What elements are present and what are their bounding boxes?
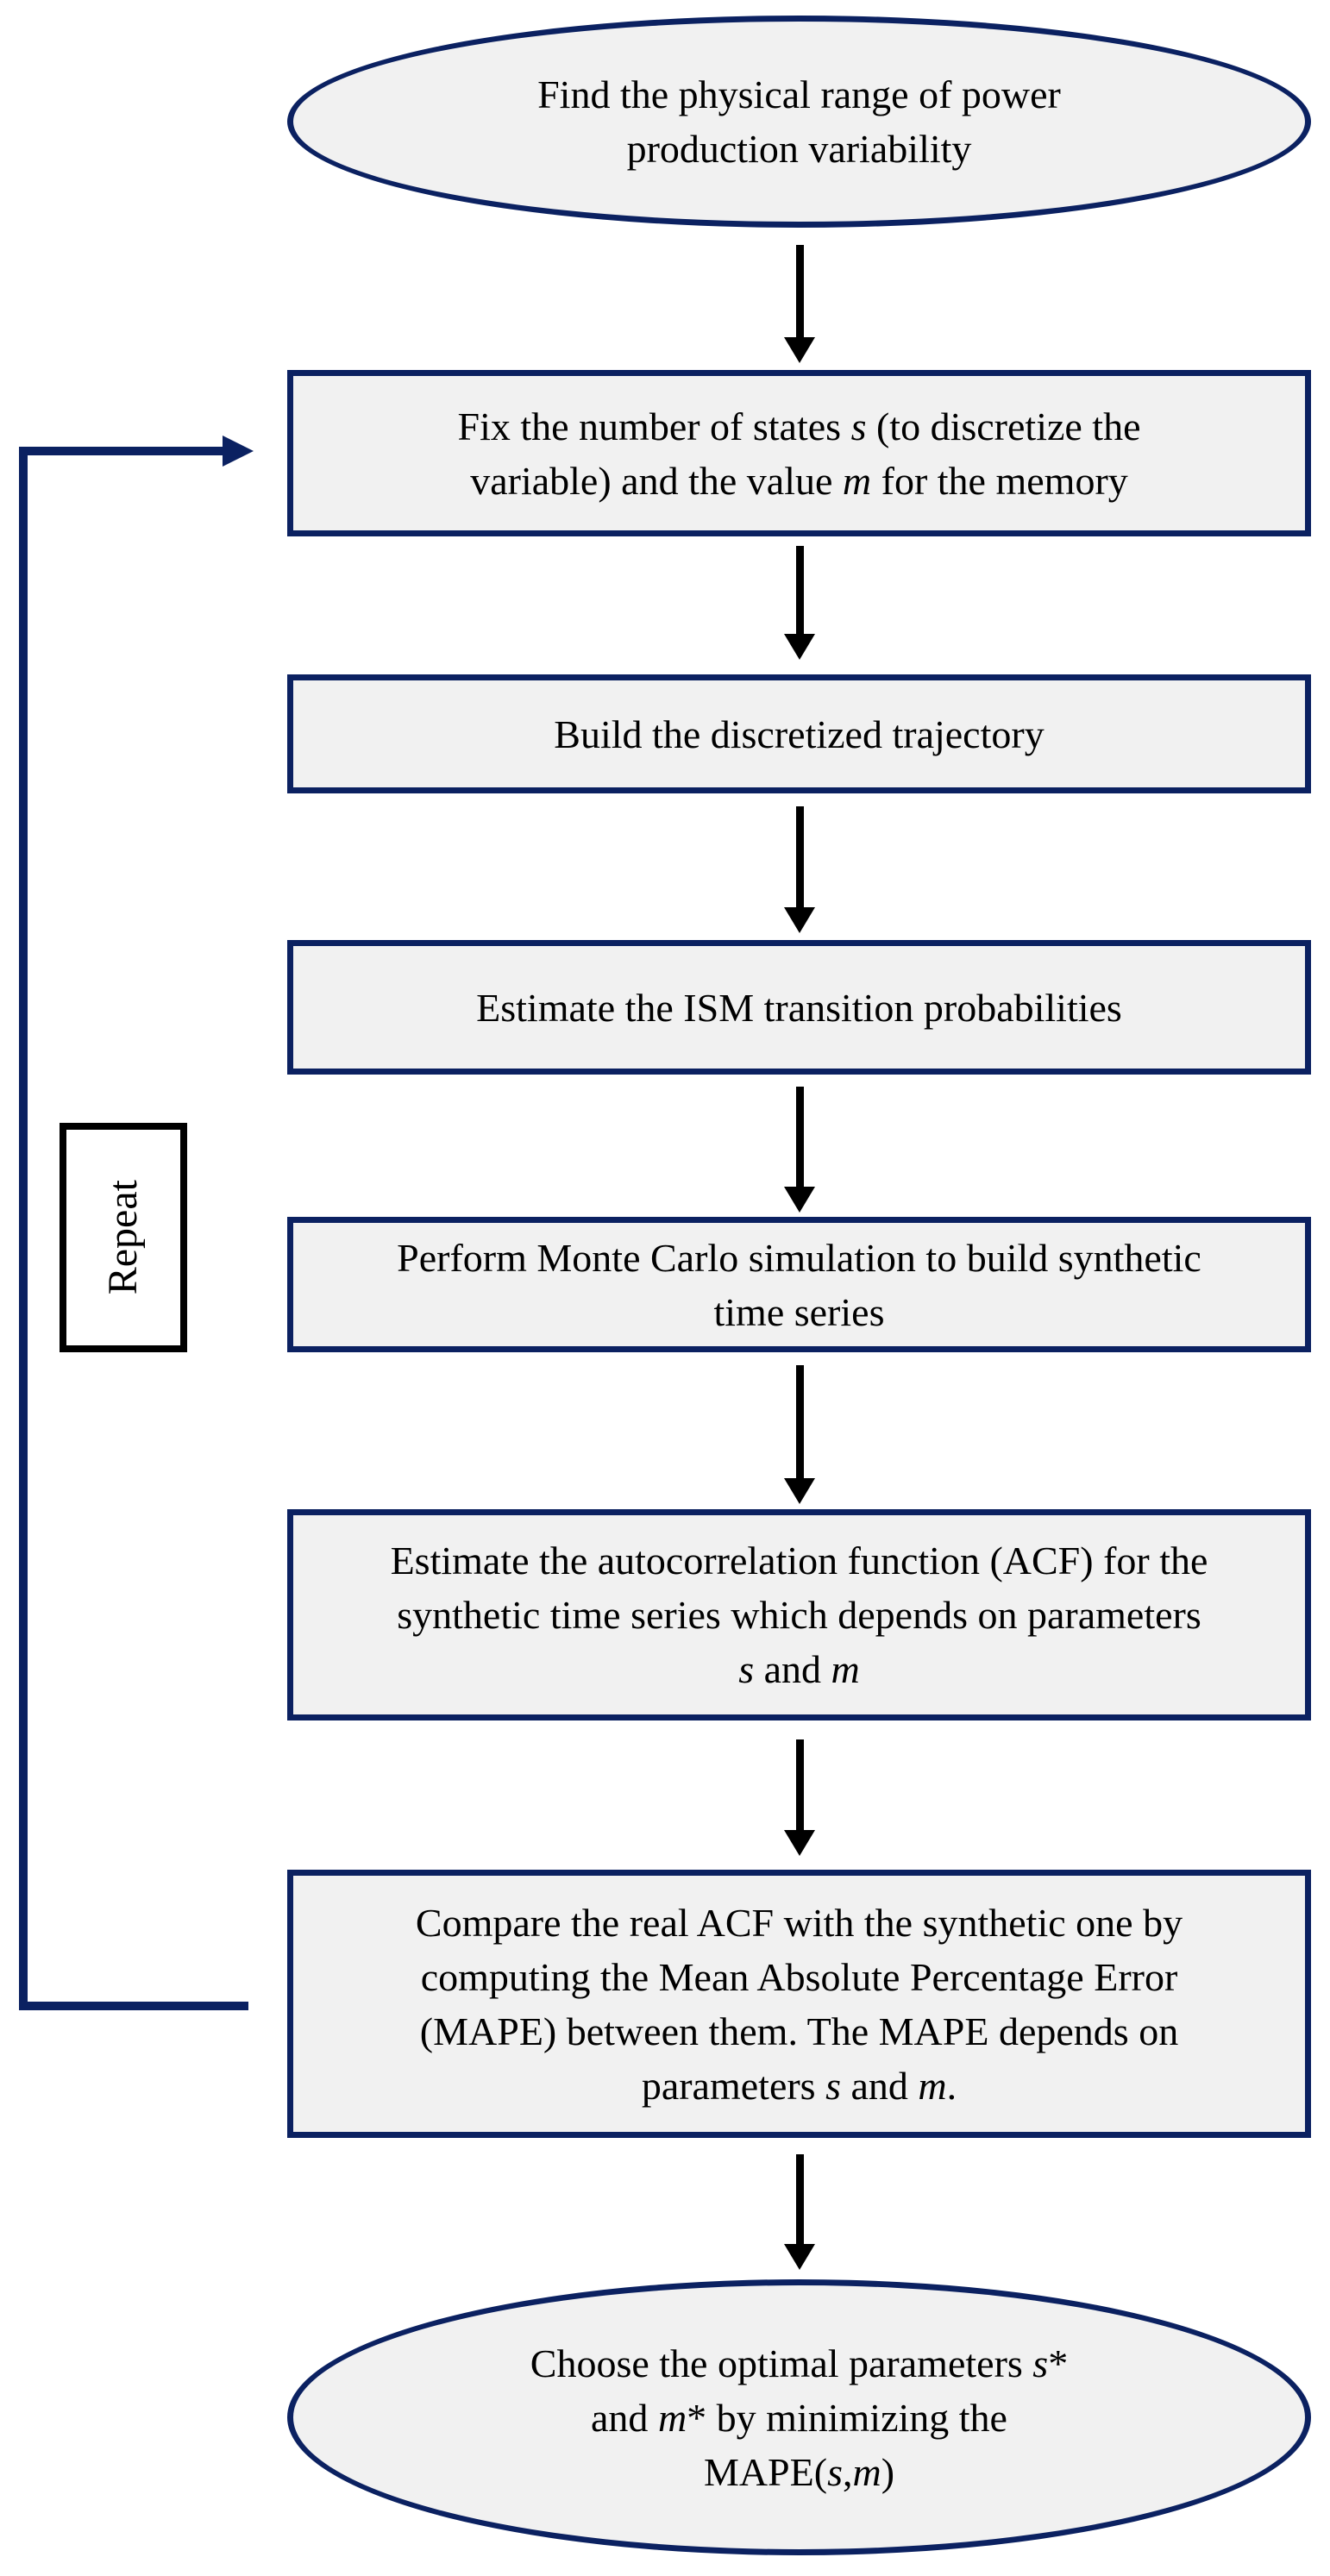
process-box-monte-carlo: Perform Monte Carlo simulation to build … [287,1217,1311,1352]
process-box-text: Compare the real ACF with the synthetic … [415,1900,1183,2108]
loop-connector-bottom-line [19,2002,248,2010]
down-arrowhead-icon [784,2244,815,2270]
process-box-text: Build the discretized trajectory [554,711,1045,756]
flow-arrow-6 [784,1739,815,1856]
down-arrowhead-icon [784,907,815,933]
down-arrowhead-icon [784,1187,815,1213]
flow-arrow-7 [784,2154,815,2270]
flow-arrow-3 [784,806,815,933]
process-box-estimate-acf: Estimate the autocorrelation function (A… [287,1509,1311,1720]
arrow-stem [795,1087,804,1187]
down-arrowhead-icon [784,1478,815,1504]
loop-arrowhead-icon [223,436,254,467]
arrow-stem [795,1365,804,1478]
arrow-stem [795,245,804,337]
process-box-build-trajectory: Build the discretized trajectory [287,674,1311,793]
process-box-fix-states: Fix the number of states s (to discretiz… [287,370,1311,536]
repeat-label-box: Repeat [60,1123,187,1352]
arrow-stem [795,1739,804,1830]
end-ellipse-text: Choose the optimal parameters s*and m* b… [530,2341,1069,2494]
repeat-label: Repeat [100,1180,146,1295]
flow-arrow-1 [784,245,815,363]
arrow-stem [795,806,804,907]
process-box-compare-mape: Compare the real ACF with the synthetic … [287,1870,1311,2138]
arrow-stem [795,2154,804,2244]
arrow-stem [795,546,804,634]
process-box-estimate-ism: Estimate the ISM transition probabilitie… [287,940,1311,1075]
down-arrowhead-icon [784,634,815,660]
flow-arrow-5 [784,1365,815,1504]
process-box-text: Fix the number of states s (to discretiz… [457,404,1141,503]
process-box-text: Estimate the ISM transition probabilitie… [476,985,1122,1030]
end-ellipse-choose-optimal-parameters: Choose the optimal parameters s*and m* b… [287,2279,1311,2555]
process-box-text: Perform Monte Carlo simulation to build … [397,1235,1201,1334]
loop-connector-top-line [19,447,223,455]
loop-connector-vertical-line [19,447,28,2009]
flow-arrow-2 [784,546,815,660]
down-arrowhead-icon [784,1830,815,1856]
process-box-text: Estimate the autocorrelation function (A… [390,1539,1208,1691]
down-arrowhead-icon [784,337,815,363]
flow-arrow-4 [784,1087,815,1213]
